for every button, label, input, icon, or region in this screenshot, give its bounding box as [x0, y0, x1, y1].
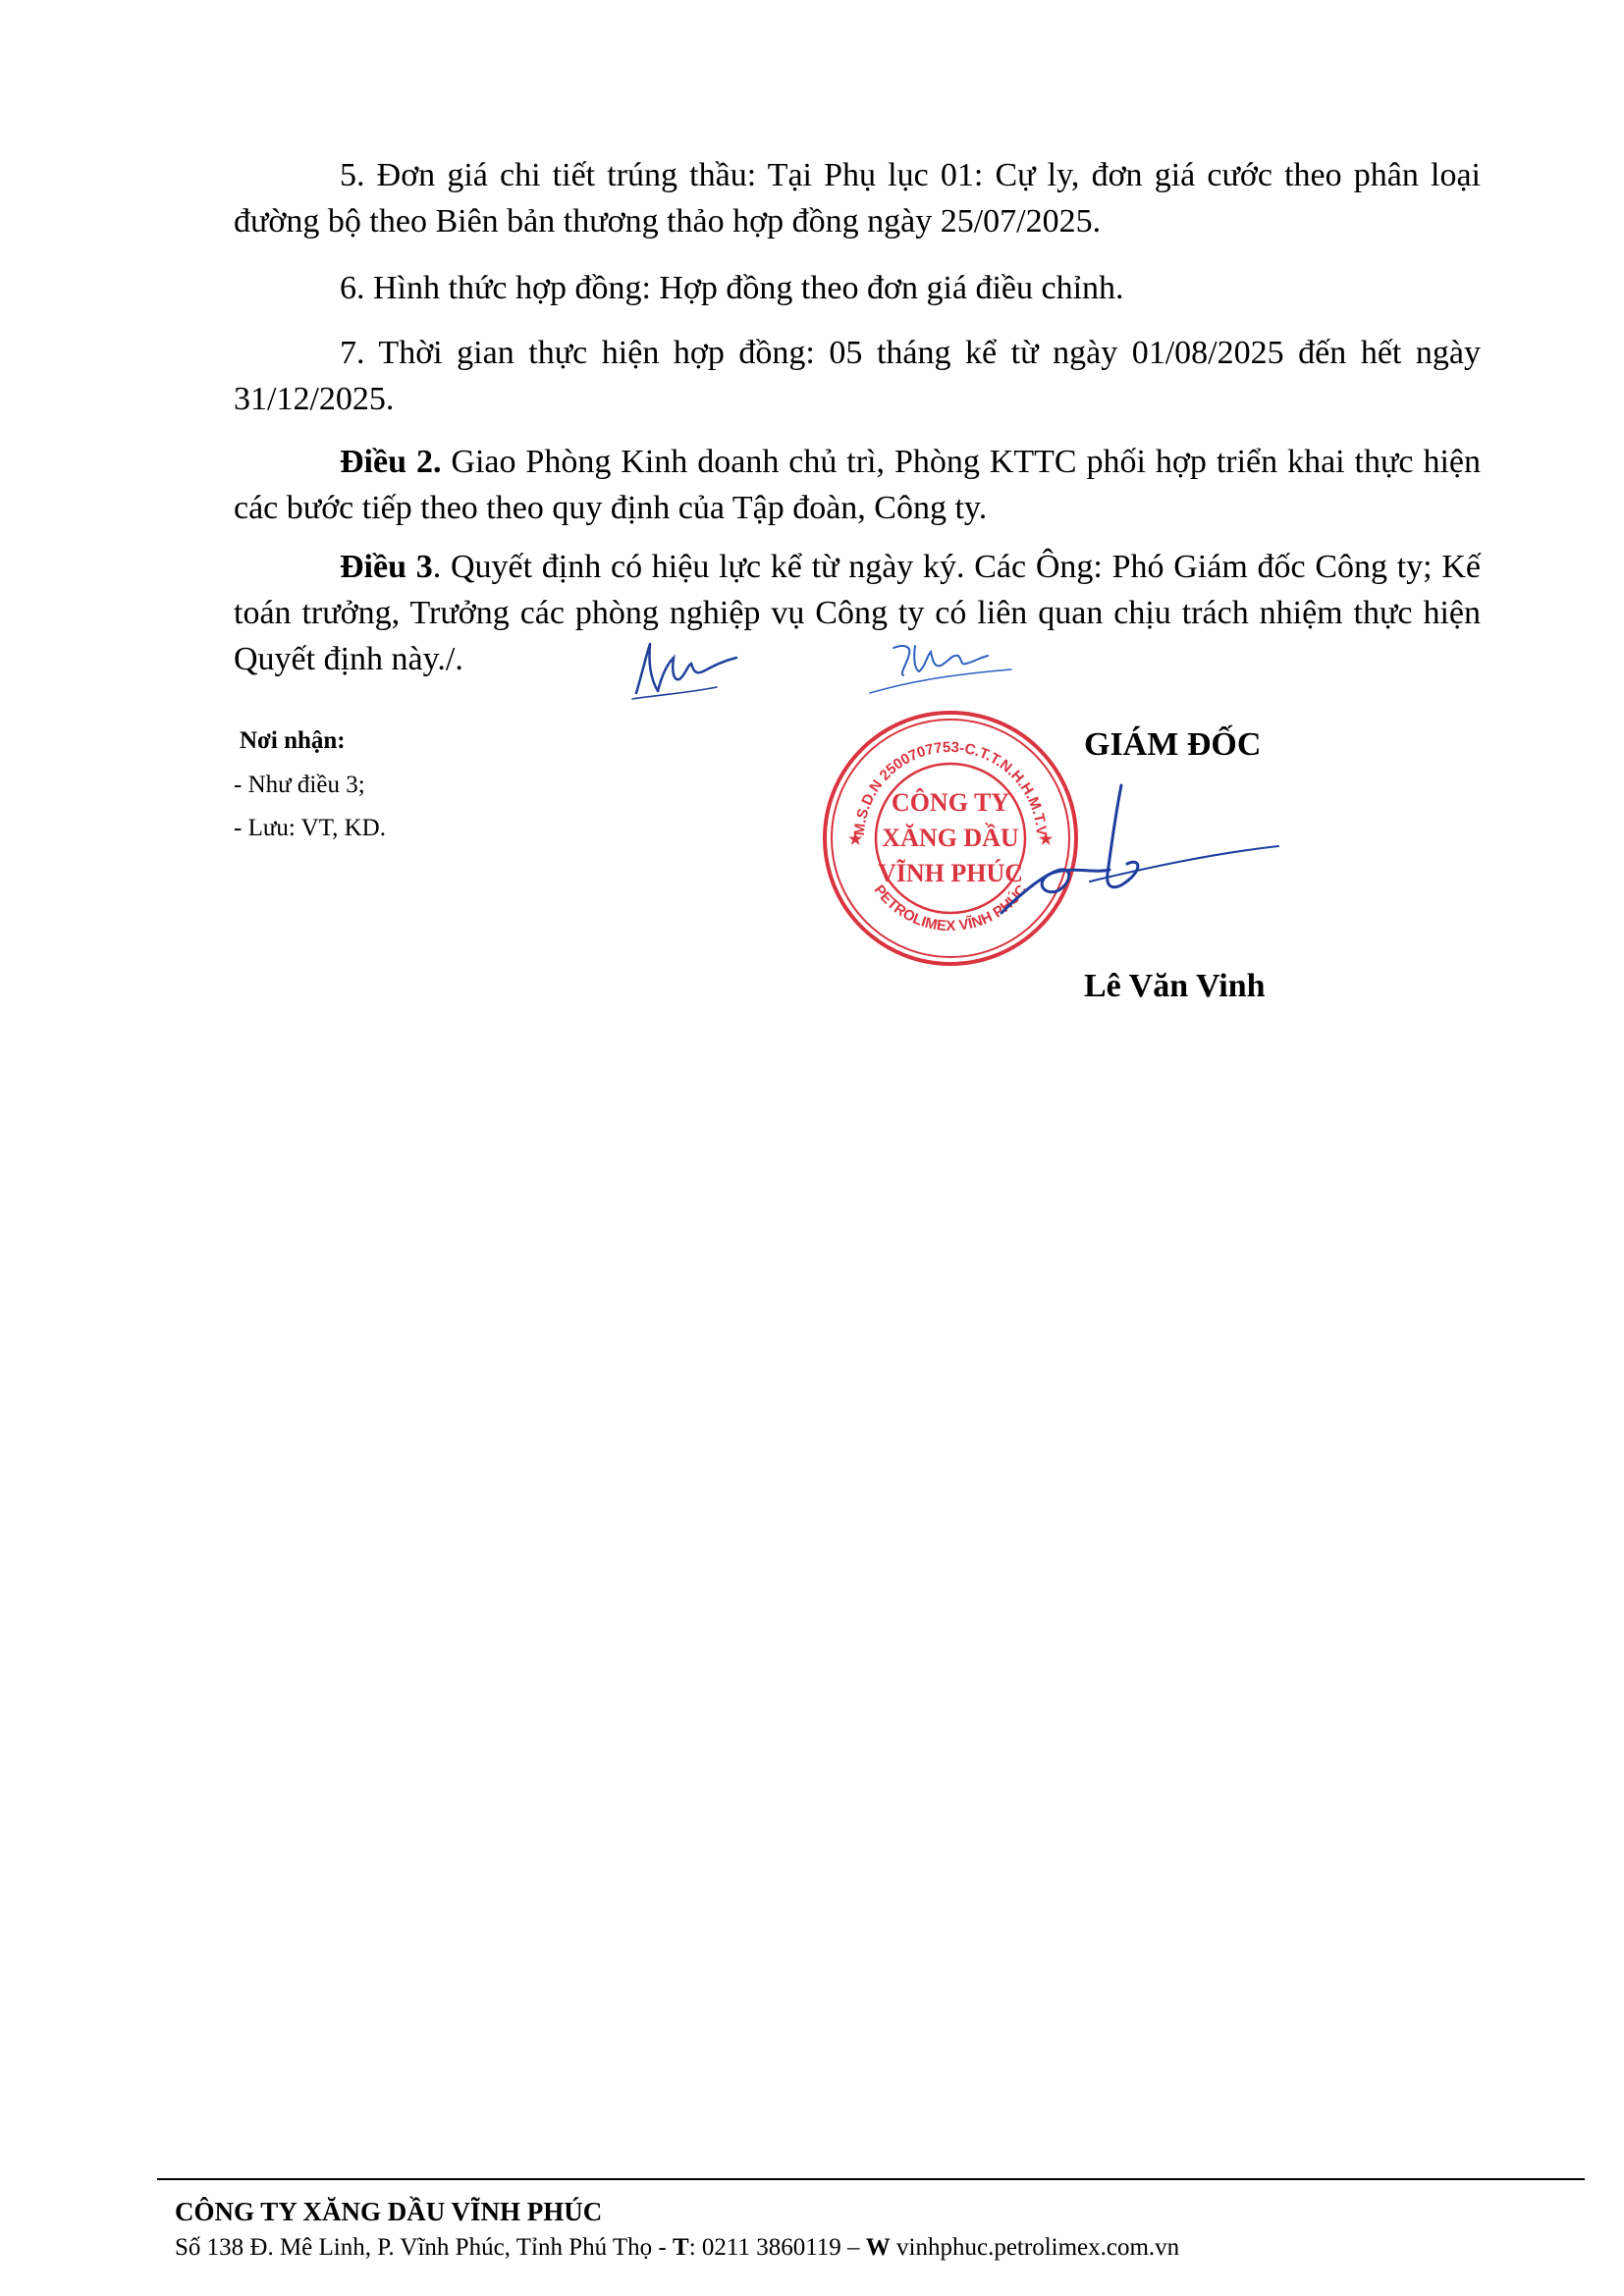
article-3-label: Điều 3 — [340, 549, 433, 585]
item-6-contract-form: 6. Hình thức hợp đồng: Hợp đồng theo đơn… — [340, 270, 1124, 306]
seal-line-2: XĂNG DẦU — [882, 824, 1019, 852]
footer-web-label: W — [865, 2234, 891, 2261]
article-3-text: . Quyết định có hiệu lực kể từ ngày ký. … — [234, 549, 1482, 677]
footer-address-line: Số 138 Đ. Mê Linh, P. Vĩnh Phúc, Tỉnh Ph… — [175, 2234, 1179, 2262]
seal-line-1: CÔNG TY — [892, 788, 1009, 817]
initial-signature-2 — [869, 645, 1012, 694]
recipient-item: - Lưu: VT, KD. — [234, 815, 386, 841]
director-signature — [1000, 783, 1279, 915]
footer-company-name: CÔNG TY XĂNG DẦU VĨNH PHÚC — [175, 2197, 603, 2226]
seal-line-3: VĨNH PHÚC — [878, 859, 1023, 887]
article-2-text: Giao Phòng Kinh doanh chủ trì, Phòng KTT… — [234, 444, 1481, 526]
footer-website: vinhphuc.petrolimex.com.vn — [890, 2234, 1180, 2261]
article-2-label: Điều 2. — [340, 444, 442, 480]
footer-phone-label: T — [673, 2234, 689, 2261]
recipients-title: Nơi nhận: — [240, 727, 346, 754]
company-seal: M.S.D.N 2500707753-C.T.T.N.H.H.M.T.V PET… — [823, 711, 1078, 966]
article-3: Điều 3. Quyết định có hiệu lực kể từ ngà… — [234, 544, 1481, 682]
footer-address: Số 138 Đ. Mê Linh, P. Vĩnh Phúc, Tỉnh Ph… — [175, 2234, 673, 2261]
footer-divider — [157, 2178, 1585, 2180]
seal-star-right: ★ — [1039, 831, 1054, 848]
item-5-unit-price: 5. Đơn giá chi tiết trúng thầu: Tại Phụ … — [234, 157, 1481, 240]
recipient-item: - Như điều 3; — [234, 772, 365, 798]
footer-phone: : 0211 3860119 – — [688, 2234, 866, 2261]
signer-title: GIÁM ĐỐC — [1084, 726, 1262, 763]
initial-signature-1 — [631, 642, 738, 700]
item-7-contract-duration: 7. Thời gian thực hiện hợp đồng: 05 thán… — [234, 335, 1481, 417]
seal-star-left: ★ — [848, 831, 863, 848]
article-2: Điều 2. Giao Phòng Kinh doanh chủ trì, P… — [234, 439, 1481, 531]
signer-name: Lê Văn Vinh — [1084, 968, 1266, 1004]
